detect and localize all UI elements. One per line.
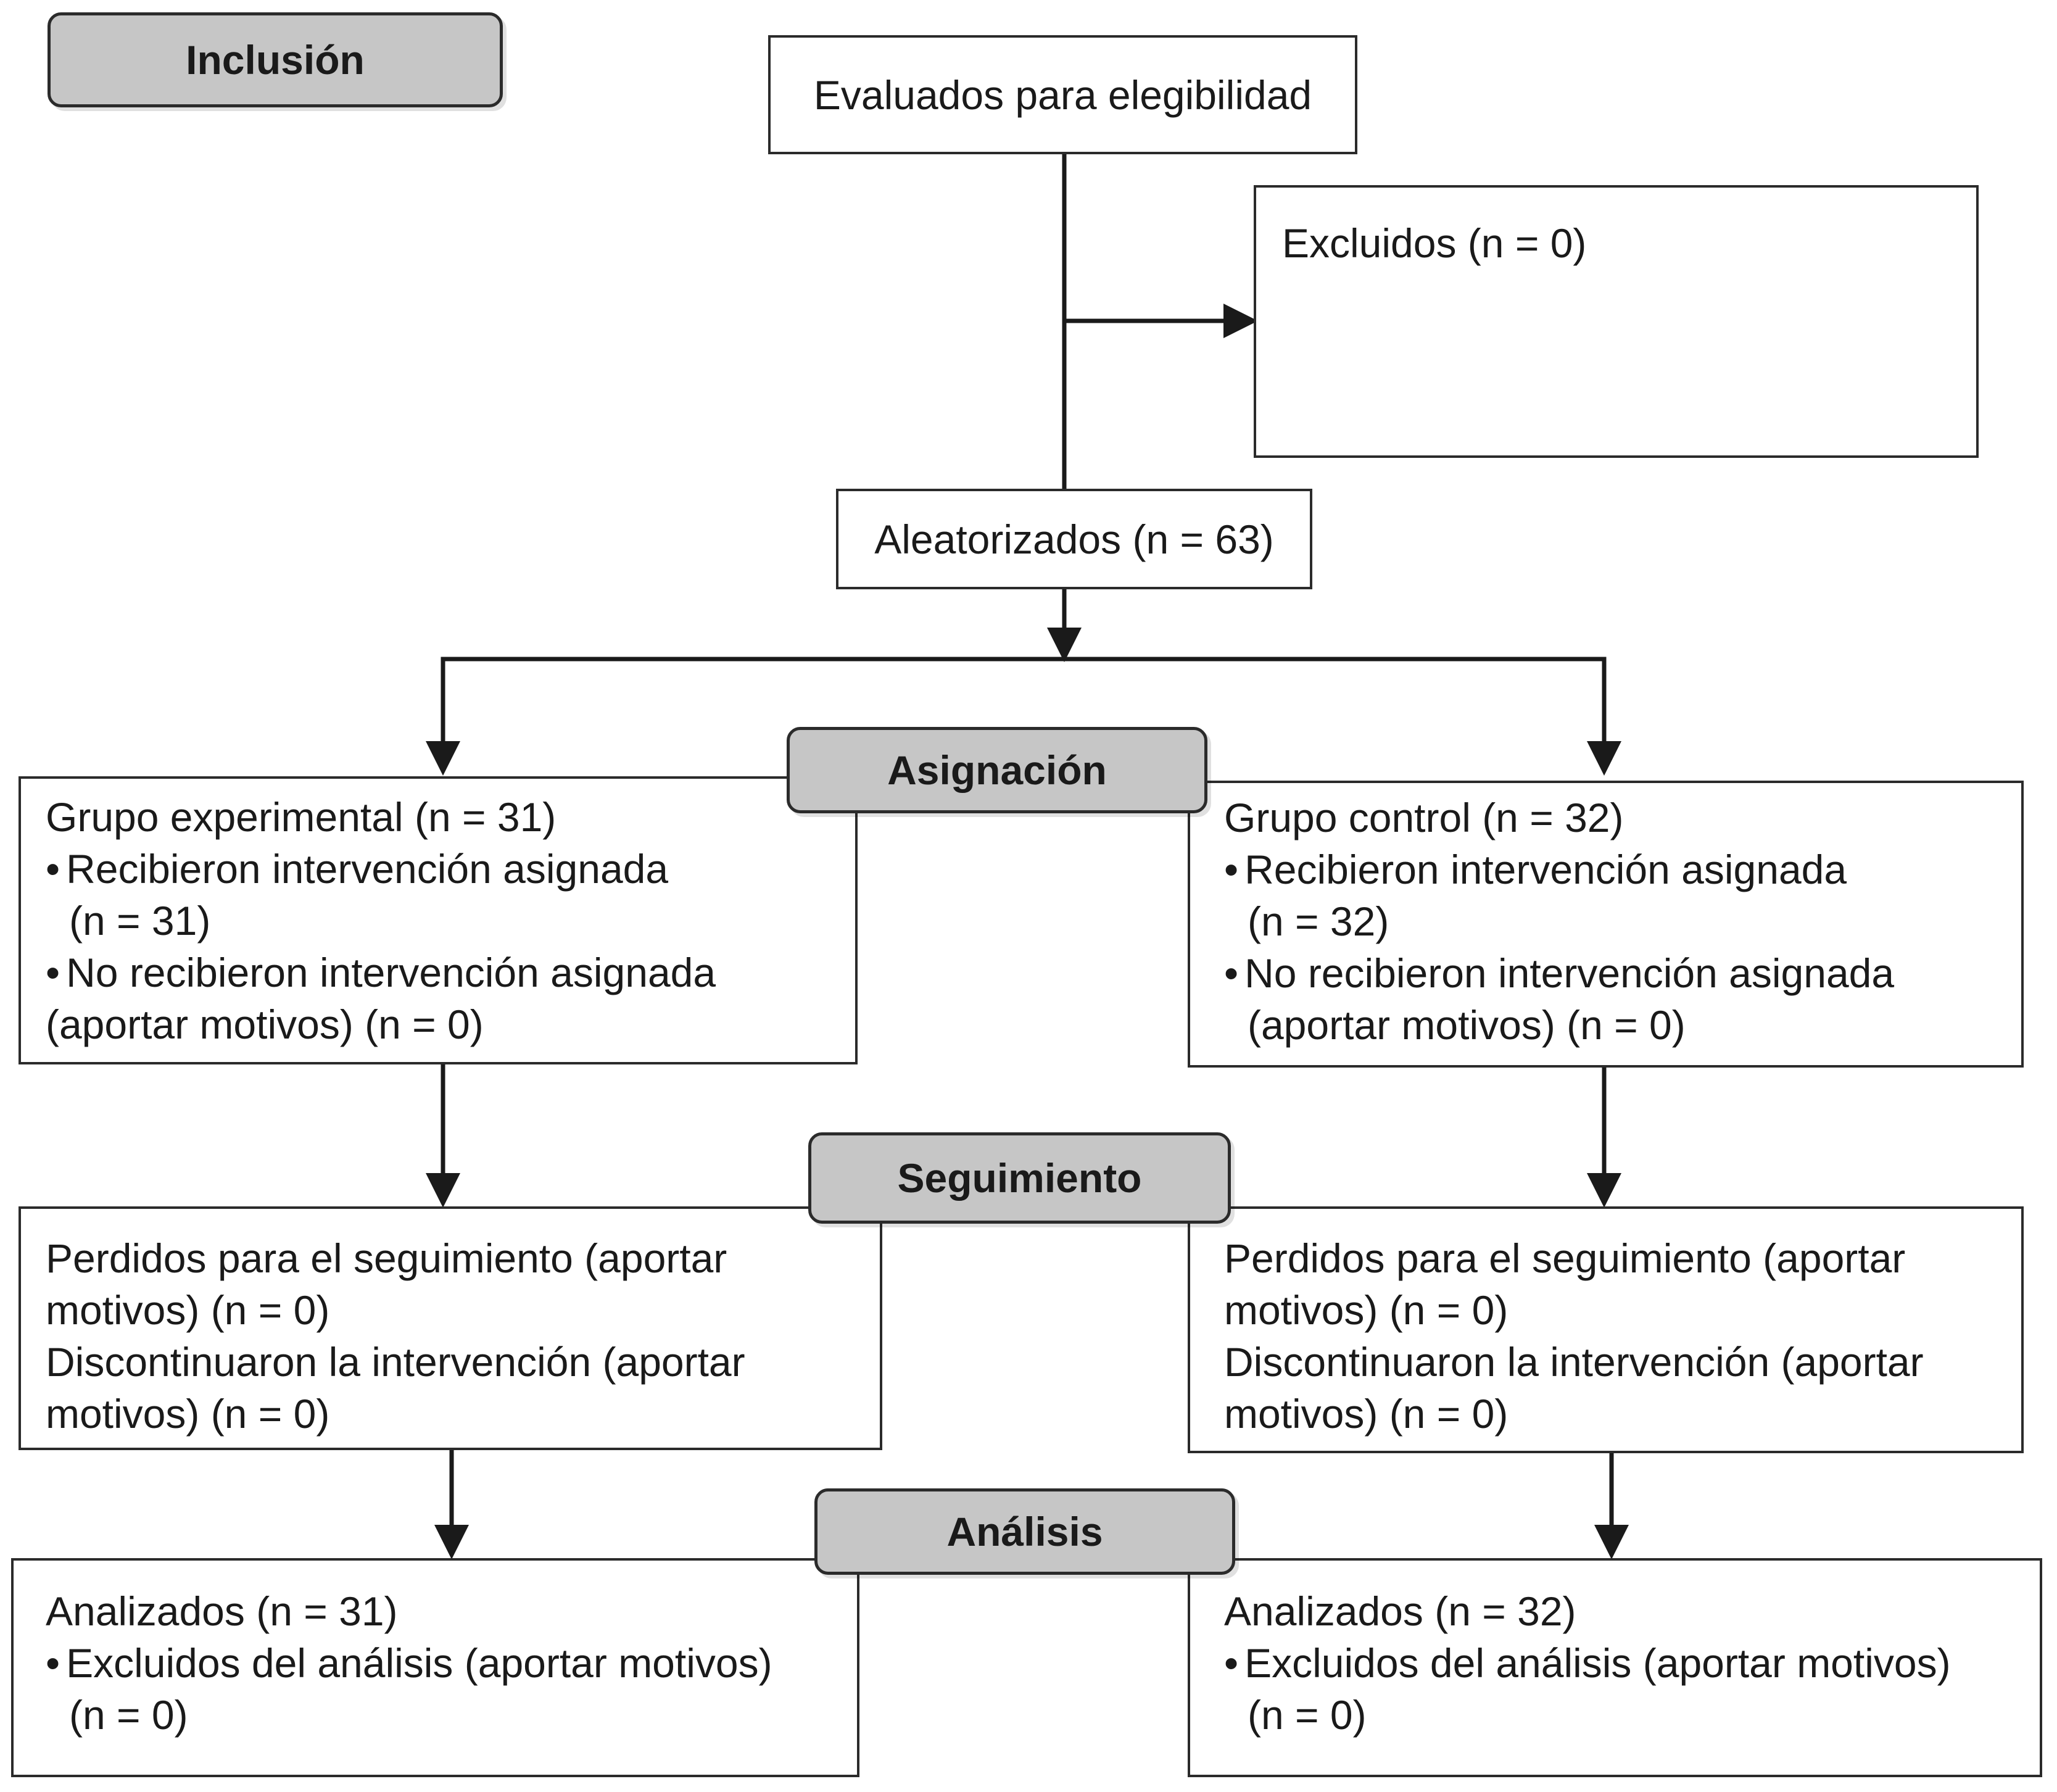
experimental-lost-n: motivos) (n = 0)	[46, 1287, 330, 1333]
split-connector	[441, 657, 1607, 771]
experimental-discontinued: Discontinuaron la intervención (aportar	[46, 1339, 745, 1385]
control-analysis-excluded: Excluidos del análisis (aportar motivos)	[1224, 1637, 2040, 1689]
control-not-received: No recibieron intervención asignada	[1224, 947, 2021, 999]
control-analysis-box: Analizados (n = 32) Excluidos del anális…	[1188, 1558, 2042, 1777]
control-not-received-n: (aportar motivos) (n = 0)	[1248, 1002, 1686, 1048]
experimental-analysis-box: Analizados (n = 31) Excluidos del anális…	[11, 1558, 859, 1777]
control-analyzed: Analizados (n = 32)	[1224, 1588, 1576, 1634]
experimental-title: Grupo experimental (n = 31)	[46, 794, 557, 840]
experimental-lost: Perdidos para el seguimiento (aportar	[46, 1235, 727, 1281]
assessed-text: Evaluados para elegibilidad	[813, 72, 1312, 118]
stage-label-allocation: Asignación	[787, 727, 1207, 813]
experimental-not-received-n: (aportar motivos) (n = 0)	[46, 1002, 484, 1047]
randomized-text: Aleatorizados (n = 63)	[874, 516, 1274, 562]
experimental-followup-box: Perdidos para el seguimiento (aportar mo…	[19, 1206, 882, 1450]
experimental-analysis-excluded: Excluidos del análisis (aportar motivos)	[46, 1637, 857, 1689]
stage-label-follow-up: Seguimiento	[808, 1132, 1231, 1224]
experimental-received: Recibieron intervención asignada	[46, 843, 855, 895]
control-received-n: (n = 32)	[1248, 898, 1389, 944]
assessed-box: Evaluados para elegibilidad	[768, 35, 1357, 154]
control-analysis-excluded-n: (n = 0)	[1248, 1692, 1367, 1738]
excluded-box: Excluidos (n = 0)	[1254, 185, 1979, 458]
control-discontinued-n: motivos) (n = 0)	[1224, 1391, 1509, 1437]
randomized-box: Aleatorizados (n = 63)	[836, 489, 1312, 589]
experimental-analyzed: Analizados (n = 31)	[46, 1588, 398, 1634]
stage-label-inclusion: Inclusión	[48, 12, 503, 107]
experimental-discontinued-n: motivos) (n = 0)	[46, 1391, 330, 1437]
control-lost-n: motivos) (n = 0)	[1224, 1287, 1509, 1333]
control-allocation-box: Grupo control (n = 32) Recibieron interv…	[1188, 781, 2024, 1068]
stage-label-text: Inclusión	[186, 37, 365, 83]
control-followup-box: Perdidos para el seguimiento (aportar mo…	[1188, 1206, 2024, 1453]
stage-label-text: Asignación	[887, 747, 1107, 793]
stage-label-text: Análisis	[946, 1509, 1103, 1554]
experimental-received-n: (n = 31)	[69, 898, 211, 944]
control-discontinued: Discontinuaron la intervención (aportar	[1224, 1339, 1924, 1385]
experimental-analysis-excluded-n: (n = 0)	[69, 1692, 188, 1738]
stage-label-analysis: Análisis	[814, 1488, 1235, 1575]
control-lost: Perdidos para el seguimiento (aportar	[1224, 1235, 1906, 1281]
control-received: Recibieron intervención asignada	[1224, 844, 2021, 895]
experimental-not-received: No recibieron intervención asignada	[46, 947, 855, 998]
control-title: Grupo control (n = 32)	[1224, 795, 1624, 840]
stage-label-text: Seguimiento	[897, 1155, 1142, 1201]
experimental-allocation-box: Grupo experimental (n = 31) Recibieron i…	[19, 776, 858, 1064]
excluded-text: Excluidos (n = 0)	[1282, 220, 1587, 266]
